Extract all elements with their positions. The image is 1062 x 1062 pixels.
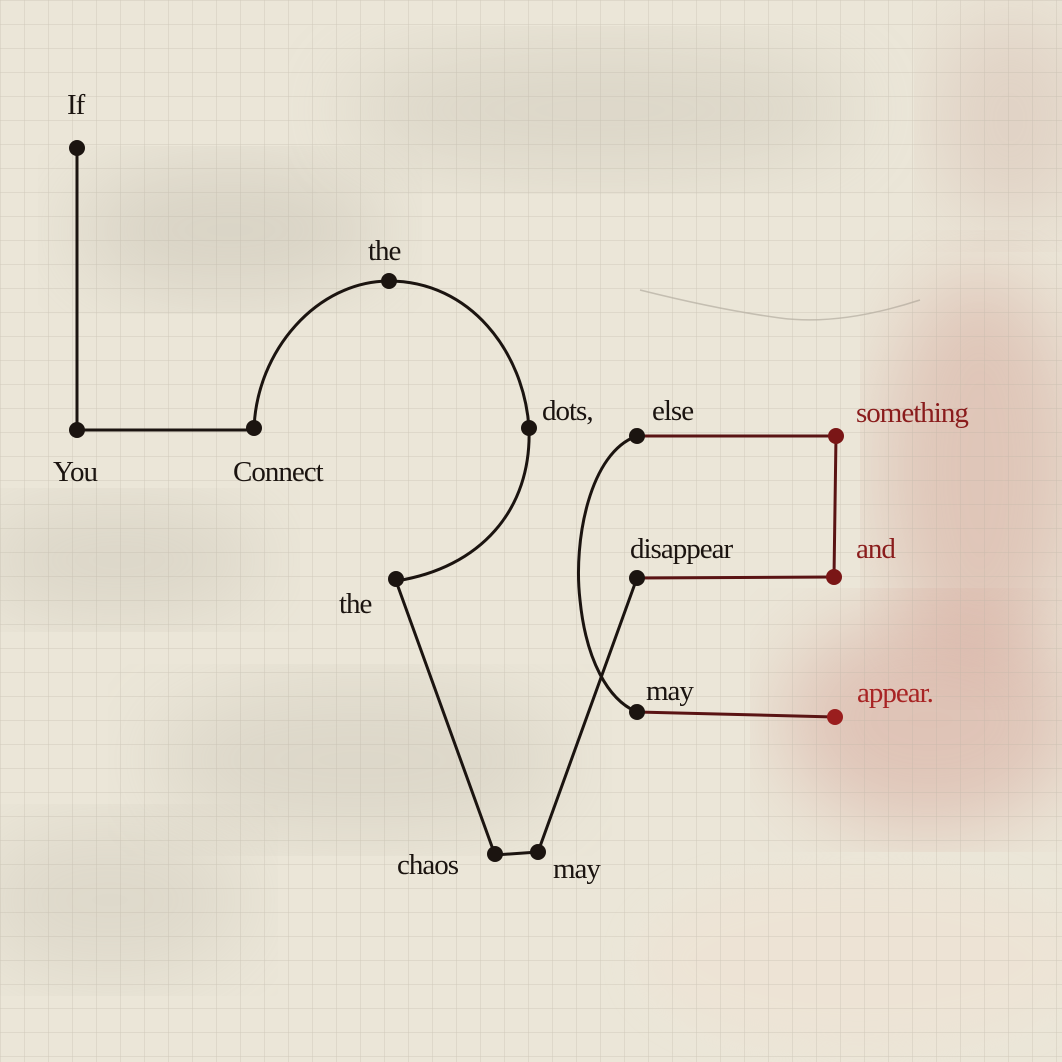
red-words: something and appear. [856, 397, 969, 709]
line-may-disappear [536, 576, 639, 854]
arc-connect-the [252, 279, 391, 432]
dot-and [826, 569, 842, 585]
word-the-top: the [368, 235, 401, 267]
dot-something [828, 428, 844, 444]
word-and: and [856, 533, 896, 565]
word-appear: appear. [857, 677, 933, 709]
line-may-appear [635, 710, 837, 719]
dot-the-mid [388, 571, 404, 587]
word-the-mid: the [339, 588, 372, 620]
dot-appear [827, 709, 843, 725]
dot-may-bottom [530, 844, 546, 860]
word-else: else [652, 395, 693, 427]
word-connect: Connect [233, 456, 324, 488]
dot-disappear [629, 570, 645, 586]
dots [69, 140, 844, 862]
line-the-chaos [394, 579, 497, 857]
words: If You Connect the dots, the chaos may e… [53, 89, 734, 885]
word-you: You [53, 456, 98, 488]
dot-dots [521, 420, 537, 436]
word-chaos: chaos [397, 849, 459, 881]
word-something: something [856, 397, 968, 429]
arc-the-dots [387, 279, 531, 430]
dot-else [629, 428, 645, 444]
word-may-bottom: may [553, 853, 601, 885]
word-if: If [67, 89, 86, 121]
dot-connect [246, 420, 262, 436]
dot-if [69, 140, 85, 156]
dot-may-right [629, 704, 645, 720]
black-lines [75, 146, 639, 857]
dot-the-top [381, 273, 397, 289]
word-disappear: disappear [630, 533, 733, 565]
dot-you [69, 422, 85, 438]
word-may-right: may [646, 675, 694, 707]
line-and-disappear [635, 575, 836, 580]
arc-else-may [576, 434, 639, 714]
dot-chaos [487, 846, 503, 862]
line-something-and [832, 434, 838, 579]
word-dots: dots, [542, 395, 593, 427]
red-lines [635, 434, 838, 719]
arc-dots-the [394, 426, 531, 583]
